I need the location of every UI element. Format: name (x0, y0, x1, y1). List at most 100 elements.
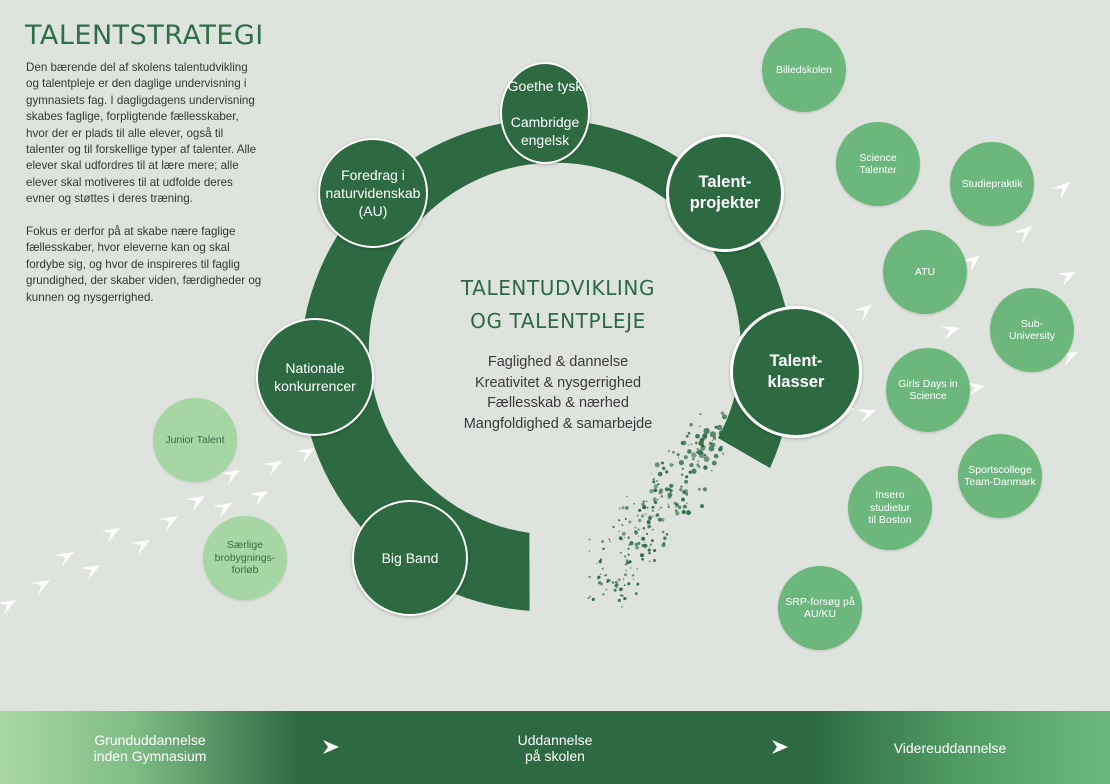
ring-particle (674, 509, 678, 512)
ring-particle (645, 532, 649, 535)
ring-particle (696, 447, 699, 451)
ring-particle (619, 551, 622, 554)
ring-particle (722, 452, 725, 455)
ring-particle (642, 505, 647, 510)
core-values: Faglighed & dannelse Kreativitet & nysge… (418, 352, 698, 434)
stage-videreuddannelse: Videreuddannelse (893, 739, 1007, 756)
ring-particle (609, 579, 612, 582)
ring-particle (618, 530, 620, 532)
flow-arrow-icon (80, 565, 100, 581)
ring-particle (641, 502, 645, 506)
ring-particle (658, 508, 660, 511)
ring-particle (625, 569, 627, 572)
ring-particle (700, 504, 704, 509)
stage-grunduddannelse: Grunduddannelse inden Gymnasium (93, 731, 207, 764)
ring-particle (597, 578, 599, 580)
ring-particle (712, 436, 717, 441)
flow-arrow-icon (130, 540, 150, 556)
ring-particle (613, 588, 617, 592)
ring-particle (681, 467, 684, 470)
ring-particle (632, 578, 635, 580)
ring-particle (650, 472, 653, 475)
node-label: Studiepraktik (961, 177, 1023, 190)
flow-arrow-icon (853, 304, 872, 321)
talent-ring (300, 119, 793, 611)
node-label: Nationale konkurrencer (274, 360, 356, 394)
ring-particle (662, 530, 665, 534)
flow-arrow-icon (856, 409, 876, 423)
ring-particle (598, 559, 602, 564)
ring-particle (720, 411, 725, 415)
ring-particle (618, 536, 623, 540)
ring-particle (634, 526, 637, 529)
ring-particle (703, 427, 710, 435)
node-label: SRP-forsøg på AU/KU (785, 595, 855, 621)
ring-particle (716, 424, 723, 431)
node-atu: ATU (883, 230, 967, 314)
ring-particle (623, 584, 626, 587)
ring-particle (603, 574, 606, 577)
flow-arrow-icon (295, 448, 315, 464)
node-talentprojekter: Talent- projekter (666, 134, 784, 252)
flow-arrow-icon (54, 552, 74, 568)
ring-particle (635, 545, 639, 550)
ring-particle (653, 488, 658, 493)
ring-particle (652, 558, 657, 563)
ring-particle (625, 560, 630, 565)
ring-particle (655, 514, 659, 518)
node-label: Talent- projekter (689, 173, 761, 212)
center-title: TALENTUDVIKLING OG TALENTPLEJE (460, 276, 656, 333)
ring-particle (597, 575, 601, 579)
ring-particle (681, 440, 687, 446)
ring-particle (718, 447, 723, 452)
ring-particle (667, 506, 670, 509)
flow-arrow-icon (185, 496, 205, 512)
ring-particle (689, 423, 693, 427)
ring-particle (694, 441, 698, 445)
ring-particle (622, 578, 625, 580)
ring-particle (621, 523, 624, 527)
ring-particle (623, 573, 628, 577)
ring-particle (681, 497, 685, 502)
node-label: Sub- University (1008, 317, 1056, 343)
ring-particle (649, 545, 651, 548)
ring-particle (683, 489, 689, 495)
ring-particle (641, 543, 645, 548)
node-label: Insero studietur til Boston (868, 489, 912, 527)
ring-particle (642, 500, 646, 503)
ring-particle (627, 547, 630, 550)
node-label: Goethe tysk Cambridge engelsk (507, 78, 583, 148)
ring-particle (617, 578, 621, 582)
flow-arrow-icon (1051, 182, 1070, 199)
ring-particle (695, 433, 700, 439)
intro-paragraph-2: Fokus er derfor på at skabe nære faglige… (26, 225, 262, 304)
ring-particle (680, 485, 683, 488)
ring-particle (648, 560, 651, 563)
ring-particle (669, 483, 674, 489)
ring-particle (703, 456, 710, 462)
ring-particle (666, 488, 669, 491)
ring-particle (690, 443, 693, 446)
page-title: TALENTSTRATEGI (25, 20, 264, 51)
ring-particle (636, 582, 640, 586)
ring-particle (653, 548, 657, 553)
ring-particle (638, 518, 642, 523)
ring-particle (645, 513, 647, 515)
node-science-talenter: Science Talenter (836, 122, 920, 206)
flow-arrow-icon (961, 255, 980, 272)
ring-particle (691, 457, 695, 461)
flow-arrow-icon (966, 382, 985, 397)
core-value: Faglighed & dannelse (487, 354, 629, 370)
ring-particle (641, 536, 646, 541)
ring-particle (617, 598, 621, 602)
ring-particle (624, 506, 629, 510)
ring-particle (704, 454, 707, 457)
node-junior-talent: Junior Talent (153, 398, 237, 482)
node-label: Foredrag i naturvidenskab (AU) (325, 167, 421, 219)
ring-particle (696, 463, 700, 466)
ring-particle (672, 450, 675, 454)
ring-particle (687, 444, 690, 446)
ring-particle (647, 524, 652, 529)
ring-particle (624, 518, 627, 520)
